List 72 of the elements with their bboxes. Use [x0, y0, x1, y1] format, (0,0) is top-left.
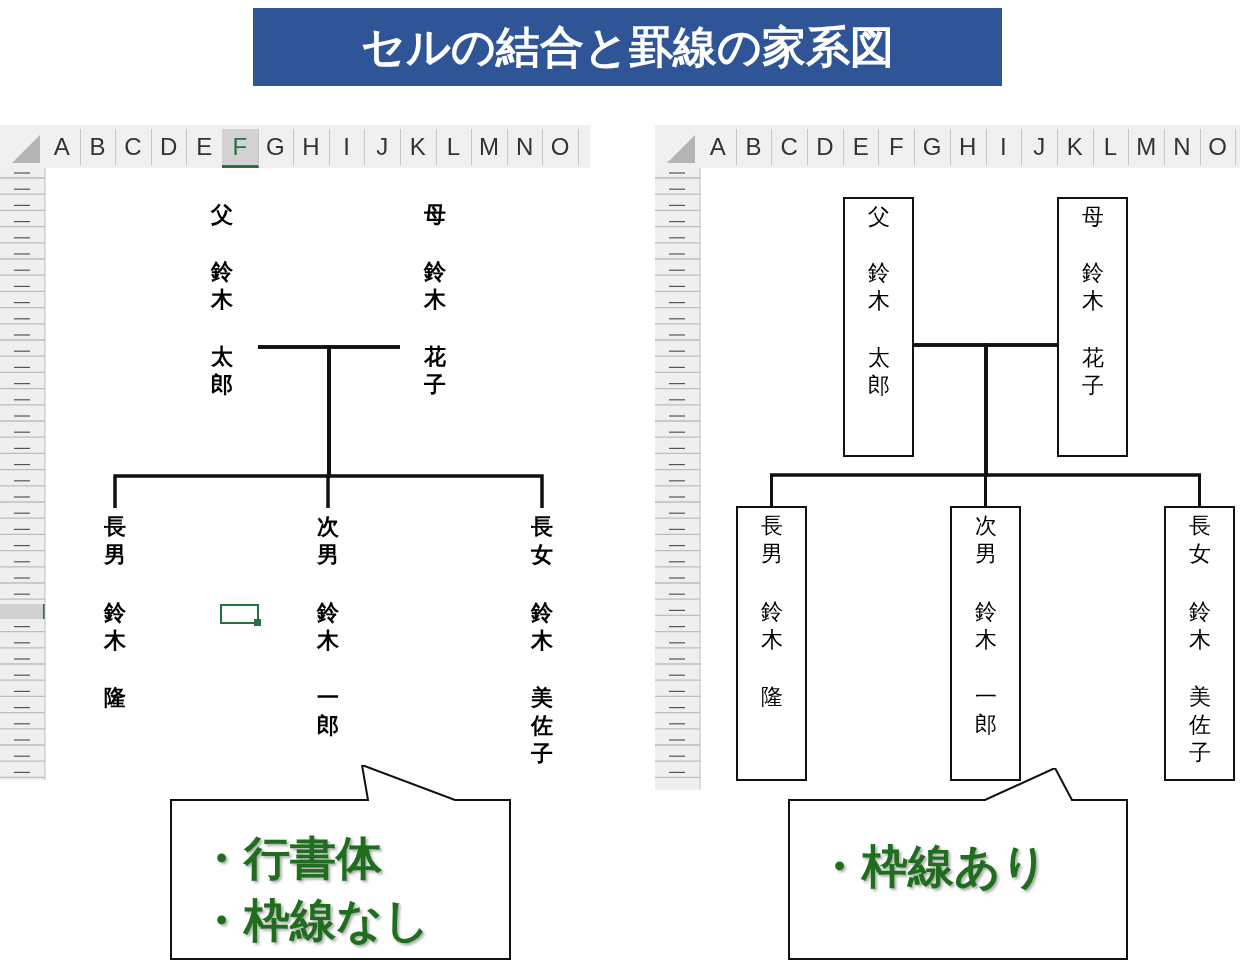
name-text: 太郎	[866, 344, 891, 400]
relation-label: 次男	[973, 512, 998, 568]
column-header: L	[435, 129, 473, 165]
column-header: B	[79, 129, 117, 165]
column-header: O	[1199, 129, 1237, 165]
column-header: D	[807, 129, 844, 165]
relation-label: 長女	[1187, 512, 1212, 568]
bullet-text: ・枠線なし	[198, 892, 430, 948]
relation-label: 長女	[530, 512, 554, 568]
column-header: F	[878, 129, 916, 165]
column-header: G	[914, 129, 951, 165]
name-text: 花子	[1080, 344, 1105, 400]
name-text: 一郎	[316, 683, 340, 739]
name-text: 鈴木	[1080, 259, 1105, 315]
person-box	[1164, 506, 1235, 781]
speech-bubble	[788, 768, 1128, 960]
column-header: H	[949, 129, 987, 165]
name-text: 鈴木	[209, 257, 234, 313]
name-text: 鈴木	[1187, 598, 1212, 654]
column-header: D	[150, 129, 188, 165]
column-header: C	[771, 129, 809, 165]
column-header: K	[400, 129, 437, 165]
name-text: 鈴木	[315, 598, 340, 654]
column-header: N	[1164, 129, 1201, 165]
name-text: 美佐子	[529, 683, 554, 767]
column-header: C	[115, 129, 152, 165]
name-text: 隆	[759, 683, 784, 711]
family-line	[327, 345, 544, 508]
relation-label: 父	[209, 200, 234, 228]
column-header: I	[328, 129, 366, 165]
name-text: 一郎	[973, 683, 998, 739]
column-header: L	[1092, 129, 1130, 165]
column-header: K	[1057, 129, 1094, 165]
column-header: M	[1128, 129, 1166, 165]
column-header: B	[735, 129, 773, 165]
title-banner: セルの結合と罫線の家系図	[253, 8, 1002, 86]
relation-label: 次男	[315, 512, 340, 568]
column-header: J	[1021, 129, 1058, 165]
name-text: 鈴木	[529, 598, 554, 654]
column-header: E	[842, 129, 880, 165]
column-header: J	[364, 129, 401, 165]
name-text: 鈴木	[422, 257, 447, 313]
person-box	[950, 506, 1021, 781]
person-box	[736, 506, 807, 781]
column-header: A	[700, 129, 737, 165]
speech-bubble	[170, 765, 511, 960]
person-box	[843, 197, 914, 457]
bullet-text: ・行書体	[198, 830, 382, 886]
relation-label: 長男	[102, 512, 127, 568]
person-box	[1057, 197, 1128, 457]
column-header: N	[506, 129, 544, 165]
relation-label: 母	[423, 200, 447, 228]
relation-label: 母	[1080, 203, 1105, 231]
name-text: 鈴木	[866, 259, 891, 315]
column-header: I	[985, 129, 1023, 165]
column-header: G	[257, 129, 295, 165]
name-text: 花子	[423, 342, 447, 398]
name-text: 鈴木	[102, 598, 127, 654]
column-header: O	[542, 129, 579, 165]
name-text: 美佐子	[1187, 683, 1212, 767]
column-header: F	[222, 129, 259, 168]
relation-label: 長男	[759, 512, 784, 568]
column-header: H	[293, 129, 330, 165]
name-text: 鈴木	[973, 598, 998, 654]
column-header: A	[44, 129, 81, 165]
family-line	[984, 343, 1201, 506]
name-text: 隆	[103, 683, 127, 711]
bullet-text: ・枠線あり	[816, 838, 1048, 894]
name-text: 太郎	[210, 342, 234, 398]
name-text: 鈴木	[759, 598, 784, 654]
relation-label: 父	[866, 203, 891, 231]
column-header: M	[471, 129, 508, 165]
